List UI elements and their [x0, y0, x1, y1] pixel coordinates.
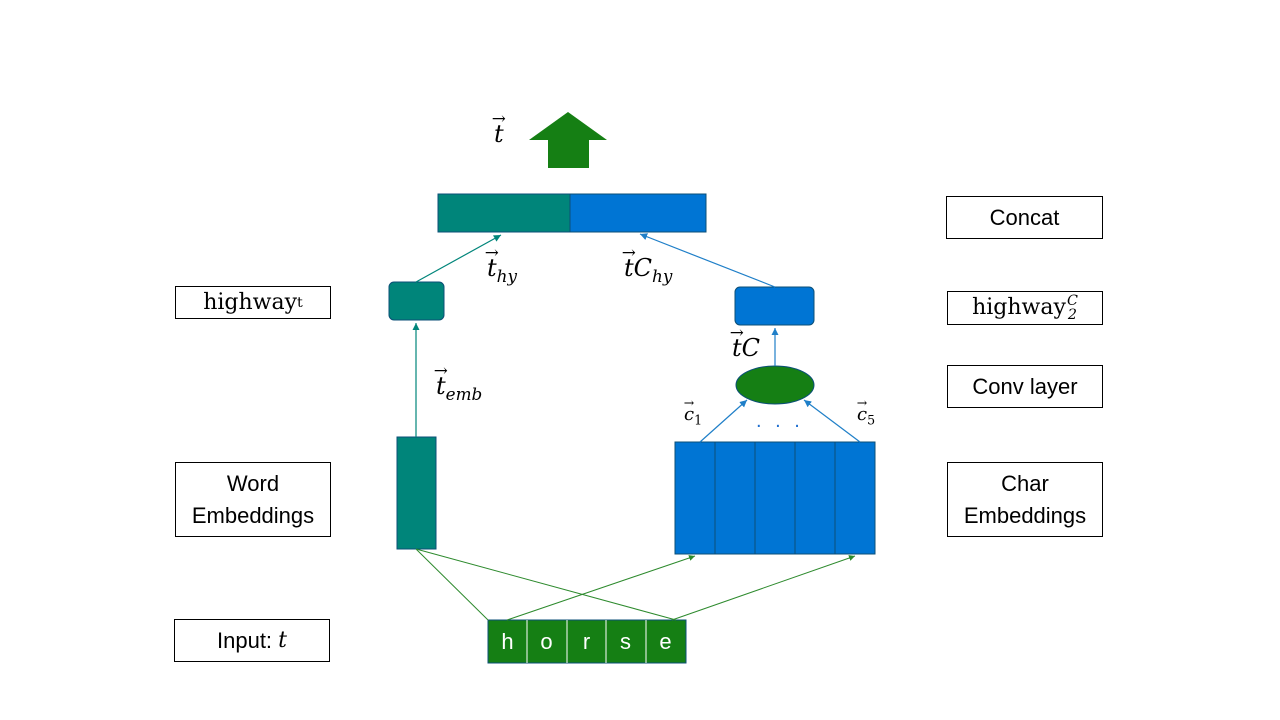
highway-c-sub: 2	[1067, 307, 1077, 323]
input-label: Input: t	[174, 619, 330, 662]
tC-hy-label: tChy	[624, 254, 672, 286]
c1-label: c1	[684, 404, 702, 427]
tC-hy-C: C	[633, 254, 653, 282]
edge-c5-to-conv	[803, 399, 861, 443]
highway-c-base: highway	[972, 295, 1066, 320]
word-embeddings-line1: Word	[226, 470, 280, 496]
input-label-var: t	[278, 627, 287, 653]
c1-sub: 1	[694, 412, 703, 428]
edge-input-to-char-emb-b	[671, 555, 856, 621]
concat-label: Concat	[946, 196, 1103, 239]
char-embeddings-line1: Char	[1001, 470, 1049, 496]
conv-ellipse	[735, 365, 815, 405]
input-chars-box	[487, 619, 687, 664]
edge-input-to-word-emb-b	[415, 548, 677, 621]
char-embedding-column	[754, 441, 796, 555]
input-char-cell: r	[582, 628, 591, 654]
c5-sub: 5	[867, 412, 876, 428]
input-label-prefix: Input:	[217, 627, 279, 653]
highway-word-box	[388, 281, 445, 321]
t-hy-label: thy	[487, 254, 517, 286]
edge-c1-to-conv	[699, 399, 748, 443]
c5-label: c5	[857, 404, 875, 427]
tC-hy-sub: hy	[652, 265, 673, 286]
highway-t-base: highway	[203, 289, 298, 315]
input-char-cell: h	[501, 628, 514, 654]
edge-input-to-word-emb-a	[415, 548, 489, 621]
concat-label-text: Concat	[989, 204, 1060, 230]
highway-char-box	[734, 286, 815, 326]
word-embedding-bar	[396, 436, 437, 550]
highway-t-sup: t	[297, 294, 303, 311]
char-embedding-column	[674, 441, 716, 555]
input-char-cell: o	[540, 628, 553, 654]
t-emb-label: temb	[436, 372, 482, 404]
t-vec: t	[494, 120, 504, 148]
tC-vec: t	[732, 334, 742, 362]
char-embedding-column	[714, 441, 756, 555]
t-emb-sub: emb	[445, 383, 483, 404]
char-embedding-column	[794, 441, 836, 555]
c5-base: c	[857, 404, 867, 425]
char-embedding-matrix	[674, 441, 876, 555]
tC-C: C	[741, 334, 761, 362]
word-embeddings-line2: Embeddings	[191, 502, 315, 528]
char-embedding-column	[834, 441, 876, 555]
t-emb-base: t	[436, 372, 446, 400]
tC-hy-vec: t	[624, 254, 634, 282]
output-up-arrow	[529, 112, 607, 168]
concat-char-segment	[569, 193, 707, 233]
highway-c-sup: C	[1066, 292, 1078, 309]
edge-input-to-char-emb-a	[506, 555, 696, 621]
edge-highway-char-to-concat	[639, 233, 776, 288]
tC-label: tC	[732, 334, 760, 362]
conv-layer-label: Conv layer	[947, 365, 1103, 408]
char-embeddings-label: Char Embeddings	[947, 462, 1103, 537]
t-hy-sub: hy	[496, 265, 517, 286]
concat-word-segment	[437, 193, 571, 233]
t-hy-base: t	[487, 254, 497, 282]
c1-base: c	[684, 404, 694, 425]
char-embeddings-line2: Embeddings	[963, 502, 1087, 528]
ellipsis-dots: . . .	[756, 410, 804, 432]
word-embeddings-label: Word Embeddings	[175, 462, 331, 537]
input-char-cell: s	[620, 628, 631, 654]
conv-layer-label-text: Conv layer	[972, 373, 1078, 399]
input-char-cell: e	[659, 628, 672, 654]
output-vector-label: t	[494, 120, 504, 148]
